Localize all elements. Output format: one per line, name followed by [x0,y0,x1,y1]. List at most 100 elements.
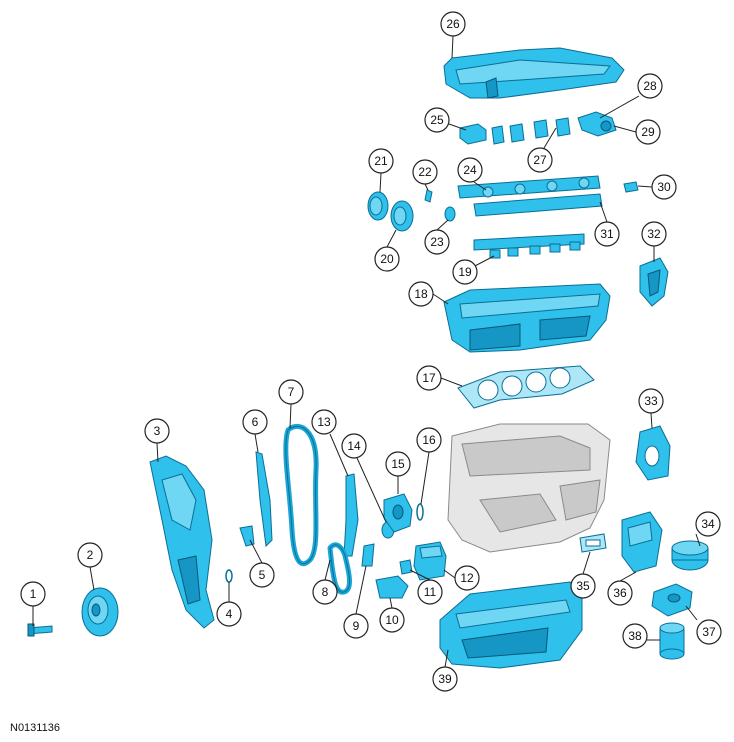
svg-text:10: 10 [385,613,399,627]
callout-31: 31 [594,221,620,247]
svg-text:39: 39 [438,672,452,686]
part-camshaft-caps [459,117,571,145]
callout-13: 13 [311,409,337,435]
callout-20: 20 [374,246,400,272]
callout-11: 11 [417,579,443,605]
callout-34: 34 [695,511,721,537]
part-seals [424,189,456,222]
part-oil-cooler-34 [671,540,709,571]
svg-text:16: 16 [422,433,436,447]
svg-text:37: 37 [702,625,716,639]
part-oring-4 [225,569,233,583]
svg-text:29: 29 [641,125,655,139]
callout-6: 6 [242,409,268,435]
callout-7: 7 [278,379,304,405]
callout-27: 27 [527,147,553,173]
callout-32: 32 [641,221,667,247]
svg-text:30: 30 [657,180,671,194]
svg-text:31: 31 [600,227,614,241]
callout-23: 23 [424,229,450,255]
part-gasket-35 [579,533,607,553]
callout-8: 8 [312,579,338,605]
part-timing-chain-7 [283,423,319,567]
callout-15: 15 [385,451,411,477]
callout-3: 3 [144,418,170,444]
part-tappets [473,233,585,259]
callout-36: 36 [607,580,633,606]
svg-text:7: 7 [288,385,295,399]
svg-text:4: 4 [226,607,233,621]
callout-35: 35 [570,573,596,599]
svg-text:14: 14 [347,439,361,453]
part-chain-guide-13 [343,473,359,557]
svg-text:23: 23 [430,235,444,249]
callout-38: 38 [622,623,648,649]
part-cam-bracket [577,111,617,137]
part-cylinder-head [443,283,611,353]
svg-text:22: 22 [418,165,432,179]
svg-text:21: 21 [374,154,388,168]
part-oil-filter-38 [659,622,685,660]
svg-text:3: 3 [154,424,161,438]
svg-text:26: 26 [446,17,460,31]
part-oring-16 [416,503,424,521]
part-engine-block [447,423,611,553]
part-valve-cover [443,47,625,99]
svg-text:38: 38 [628,629,642,643]
svg-text:25: 25 [430,113,444,127]
svg-text:28: 28 [643,79,657,93]
callout-1: 1 [20,581,46,607]
svg-text:36: 36 [613,586,627,600]
part-oil-pump-chain-8 [327,542,352,595]
svg-text:1: 1 [30,587,37,601]
callout-29: 29 [635,119,661,145]
callout-16: 16 [416,427,442,453]
callout-12: 12 [454,565,480,591]
part-sensor-30 [623,181,639,193]
svg-text:9: 9 [353,619,360,633]
callout-39: 39 [432,666,458,692]
part-baffle-10 [375,575,409,599]
svg-text:19: 19 [458,265,472,279]
part-timing-cover [149,455,215,629]
part-module-12 [413,541,447,581]
part-oil-pan-39 [439,581,583,669]
svg-text:27: 27 [533,153,547,167]
callout-22: 22 [412,159,438,185]
part-11 [399,559,413,575]
svg-text:2: 2 [87,548,94,562]
figure-id-label: N0131136 [10,722,60,734]
svg-text:34: 34 [701,517,715,531]
part-rear-seal-33 [635,425,671,481]
part-oil-pump-15 [383,493,413,533]
svg-text:32: 32 [647,227,661,241]
callout-19: 19 [452,259,478,285]
svg-text:35: 35 [576,579,590,593]
callout-4: 4 [216,601,242,627]
callout-37: 37 [696,619,722,645]
svg-text:5: 5 [259,568,266,582]
part-camshafts [457,175,603,217]
callout-30: 30 [651,174,677,200]
part-chain-guide-6 [255,451,273,548]
callout-2: 2 [77,542,103,568]
callout-28: 28 [637,73,663,99]
callout-18: 18 [408,281,434,307]
callout-26: 26 [440,11,466,37]
part-head-gasket [457,365,595,409]
svg-text:20: 20 [380,252,394,266]
part-filter-adapter-37 [651,583,693,617]
svg-text:18: 18 [414,287,428,301]
svg-text:8: 8 [322,585,329,599]
part-tensioner-9 [361,543,375,567]
callout-17: 17 [416,365,442,391]
svg-text:33: 33 [644,394,658,408]
svg-text:13: 13 [317,415,331,429]
svg-text:11: 11 [424,585,437,599]
part-pump-32 [639,257,669,307]
callout-10: 10 [379,607,405,633]
svg-text:12: 12 [460,571,474,585]
svg-text:15: 15 [391,457,405,471]
svg-text:6: 6 [252,415,259,429]
